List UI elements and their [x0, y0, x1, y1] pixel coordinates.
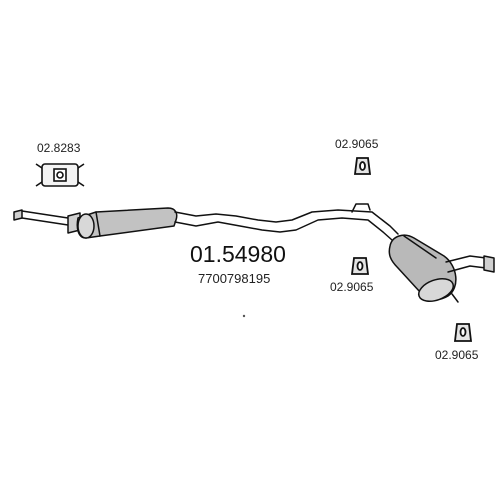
hanger-accessory-bottom: 02.9065 — [435, 323, 479, 362]
hanger-middle-code-label: 02.9065 — [330, 280, 374, 294]
rubber-hanger-icon — [453, 323, 473, 342]
rubber-hanger-icon — [353, 157, 372, 175]
connecting-pipe — [174, 203, 399, 241]
rubber-hanger-icon — [350, 257, 370, 275]
outlet-pipe — [445, 255, 495, 273]
hanger-bottom-code-label: 02.9065 — [435, 348, 479, 362]
hanger-top-code-label: 02.9065 — [335, 137, 379, 151]
clamp-code-label: 02.8283 — [37, 141, 81, 155]
hanger-accessory-top: 02.9065 — [335, 137, 379, 175]
hanger-accessory-middle: 02.9065 — [330, 257, 374, 294]
part-number-label: 01.54980 — [190, 241, 286, 267]
exhaust-assembly — [13, 203, 495, 303]
dot-mark — [242, 314, 246, 318]
inlet-pipe — [13, 209, 81, 234]
oem-number-label: 7700798195 — [198, 271, 270, 286]
clamp-icon — [35, 163, 85, 187]
middle-muffler — [76, 207, 178, 239]
rear-muffler — [388, 234, 459, 303]
clamp-accessory: 02.8283 — [35, 141, 85, 187]
